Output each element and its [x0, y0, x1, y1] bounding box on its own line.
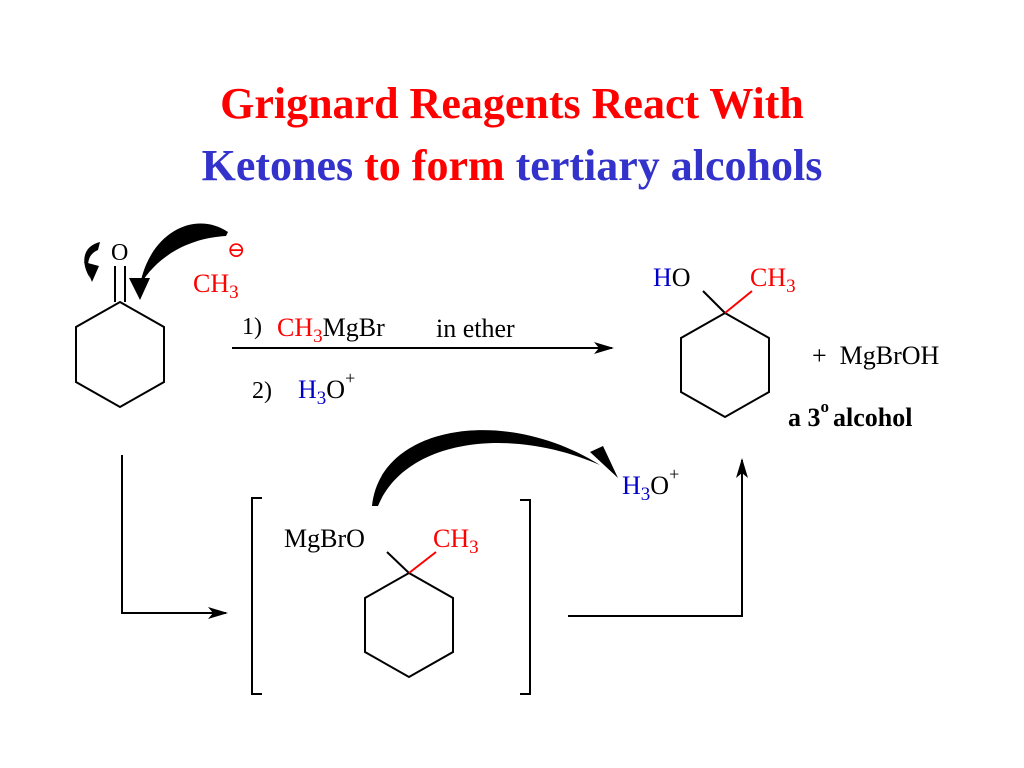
title-ketones: Ketones — [201, 141, 354, 190]
hydronium: H3O+ — [622, 464, 679, 505]
methyl-anion: CH3 — [193, 269, 239, 303]
path-to-intermediate — [121, 455, 228, 619]
title-to-form: to form — [353, 141, 516, 190]
curved-arrow-icon — [84, 242, 100, 282]
product-molecule — [680, 290, 770, 419]
step1-number: 1) — [242, 314, 262, 340]
left-bracket — [251, 497, 262, 695]
title-tertiary-alcohols: tertiary alcohols — [515, 141, 823, 190]
curved-arrow-icon — [372, 430, 618, 506]
title-text-1: Grignard Reagents React With — [220, 79, 804, 128]
intermediate-ring — [364, 571, 454, 679]
byproduct: + MgBrOH — [812, 341, 940, 370]
intermediate-alkoxide: MgBrO — [284, 524, 365, 553]
step1-reagent: CH3MgBr — [277, 313, 385, 347]
step2-reagent: H3O+ — [298, 368, 355, 409]
step1-solvent: in ether — [436, 314, 515, 343]
methyl-anion-charge: ⊖ — [227, 237, 245, 262]
product-methyl-bond — [724, 290, 753, 314]
product-ring — [680, 311, 770, 419]
product-hydroxyl: HO — [653, 263, 691, 292]
product-oh-bond — [702, 290, 726, 314]
title-line-1: Grignard Reagents React With — [0, 78, 1024, 130]
cyclohexanone — [75, 266, 165, 409]
path-to-product — [568, 458, 748, 617]
intermediate-molecule — [364, 551, 454, 679]
right-bracket — [520, 499, 531, 695]
product-methyl: CH3 — [750, 263, 796, 297]
curved-arrow-icon — [129, 223, 228, 300]
intermediate-methyl: CH3 — [433, 524, 479, 558]
cyclohexanone-ring — [75, 300, 165, 409]
intermediate-methyl-bond — [408, 551, 437, 574]
carbonyl-oxygen: O — [111, 240, 128, 266]
intermediate-o-bond — [386, 551, 410, 574]
title-line-2: Ketones to form tertiary alcohols — [0, 140, 1024, 192]
step2-number: 2) — [252, 378, 272, 404]
